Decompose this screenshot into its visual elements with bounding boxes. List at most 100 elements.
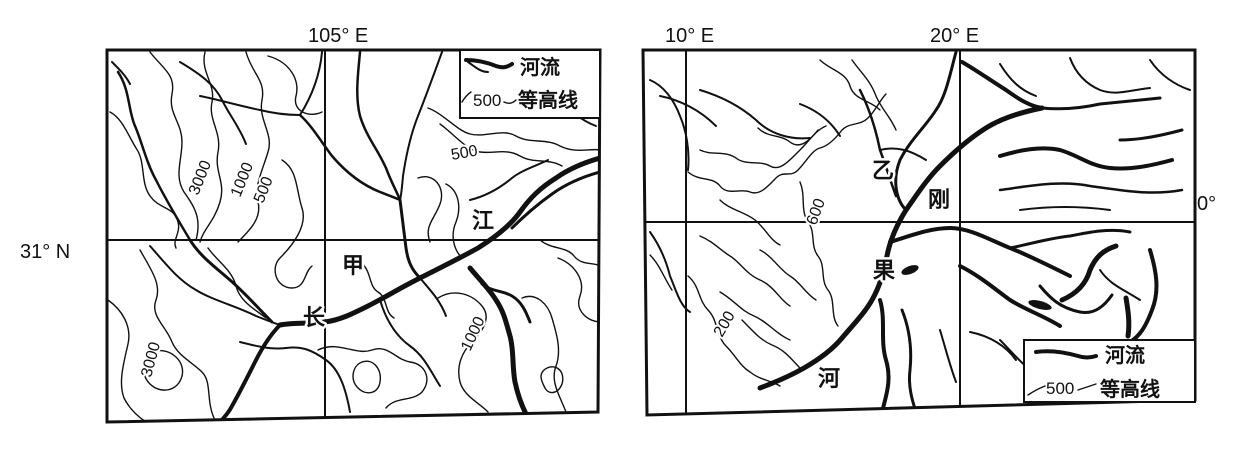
river [1040, 96, 1162, 111]
left-map-frame [105, 48, 602, 424]
legend-river-symbol [1034, 349, 1098, 360]
river [900, 308, 918, 414]
contour-label: 1000 [458, 314, 488, 354]
river [510, 170, 600, 230]
legend-contour-symbol [503, 99, 517, 105]
river [1059, 243, 1119, 303]
river [879, 147, 927, 161]
right-map: 10° E 20° E 0° [641, 25, 1216, 417]
contour-line [741, 319, 801, 369]
river [239, 341, 351, 413]
lake [1028, 300, 1052, 310]
legend-river-symbol [464, 58, 514, 70]
left-legend: 河流 500 等高线 [459, 49, 601, 119]
river [969, 331, 1017, 361]
place-label-yi: 乙 [872, 159, 894, 184]
contour-line [237, 51, 271, 243]
contour-label: 500 [251, 174, 277, 205]
legend-river-label: 河流 [1105, 343, 1145, 367]
river [1123, 295, 1132, 339]
contour-label: 3000 [186, 158, 215, 197]
river [894, 50, 958, 212]
contour-line [687, 93, 887, 194]
river [799, 103, 841, 137]
contour-line [445, 183, 463, 259]
legend-contour-symbol [1027, 385, 1046, 396]
contour-line [687, 275, 781, 387]
lake [901, 265, 919, 275]
river [888, 226, 1072, 278]
place-label-he: 河 [818, 367, 840, 392]
contour-line [557, 257, 600, 323]
left-rivers [111, 50, 600, 422]
river [998, 182, 1184, 194]
river [1008, 228, 1132, 250]
river-yangtze [277, 155, 600, 328]
legend-contour-value: 500 [473, 91, 501, 110]
right-longitude-label-10e: 10° E [665, 25, 714, 47]
river [1038, 284, 1114, 315]
contour-line [199, 51, 223, 243]
contour-line [417, 176, 443, 243]
contour-line [539, 239, 600, 267]
legend-river-label: 河流 [520, 55, 560, 79]
place-label-jia: 甲 [342, 254, 364, 279]
legend-contour-symbol [1077, 383, 1097, 391]
contour-line [359, 261, 395, 319]
river [999, 63, 1037, 97]
river [399, 51, 443, 201]
contour-line [540, 366, 564, 394]
contour-line [719, 291, 791, 341]
place-label-jiang: 江 [472, 209, 494, 234]
river [398, 198, 422, 280]
river [149, 245, 281, 326]
right-longitude-label-20e: 20° E [930, 25, 979, 47]
contour-line [439, 123, 563, 167]
contour-line [759, 249, 817, 301]
contour-label: 500 [450, 143, 479, 164]
river [649, 79, 690, 171]
legend-contour-symbol [461, 91, 472, 103]
left-contour-lines [107, 51, 600, 422]
river [1019, 206, 1111, 211]
contour-line [274, 159, 313, 289]
place-label-chang: 长 [303, 306, 326, 331]
river [379, 299, 441, 387]
contour-line [142, 349, 184, 391]
legend-contour-value: 500 [1046, 379, 1074, 398]
river [878, 298, 891, 414]
contour-label: 200 [711, 308, 739, 340]
right-contour-lines [649, 59, 897, 387]
contour-line [267, 55, 323, 115]
river-yangtze-upper [216, 323, 282, 422]
river [649, 231, 691, 313]
right-legend: 河流 500 等高线 [1023, 339, 1196, 403]
left-latitude-label: 31° N [20, 241, 70, 263]
river [960, 60, 1044, 110]
left-map-content [107, 50, 600, 422]
river [1099, 269, 1141, 301]
place-label-guo: 果 [873, 259, 895, 284]
contour-line [317, 345, 428, 409]
legend-contour-label: 等高线 [518, 88, 578, 112]
contour-line [649, 254, 673, 291]
left-map: 105° E 31° N [20, 25, 602, 424]
contour-line [107, 299, 147, 422]
river-minjiang [188, 238, 274, 324]
right-map-content [643, 50, 1195, 414]
river [1128, 248, 1159, 344]
river [116, 70, 192, 242]
river [480, 282, 532, 324]
river [299, 51, 323, 116]
right-rivers [649, 50, 1191, 414]
contour-line [521, 295, 567, 413]
place-label-gang: 刚 [928, 188, 950, 213]
contour-line [819, 59, 881, 111]
river [1069, 57, 1151, 94]
contour-line [109, 111, 180, 249]
contour-line [851, 59, 897, 131]
contour-label: 3000 [138, 340, 164, 379]
contour-line [437, 292, 489, 413]
river [179, 61, 247, 145]
